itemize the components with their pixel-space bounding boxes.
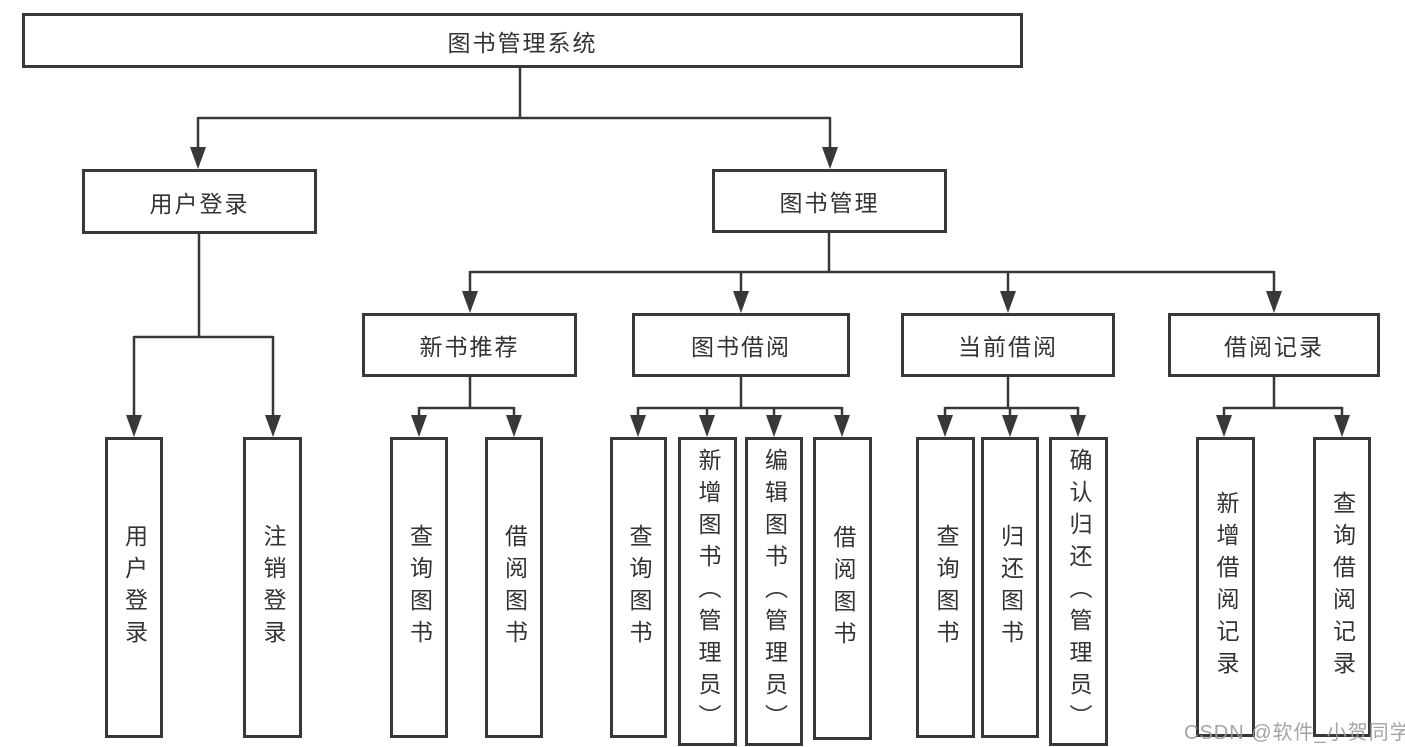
node-root: 图书管理系统 [22, 13, 1023, 68]
leaf-query-books-current-label: 查询图书 [933, 523, 959, 652]
node-new-book-recommend: 新书推荐 [362, 313, 577, 377]
leaf-query-books-borrow-label: 查询图书 [626, 523, 652, 652]
leaf-logout-label: 注销登录 [260, 523, 286, 652]
node-book-borrow: 图书借阅 [632, 313, 850, 377]
leaf-query-books-recommend: 查询图书 [390, 437, 448, 738]
leaf-borrow-books-label: 借阅图书 [830, 524, 856, 653]
leaf-query-books-current: 查询图书 [916, 437, 975, 738]
node-book-borrow-label: 图书借阅 [691, 334, 791, 360]
leaf-add-borrow-record: 新增借阅记录 [1196, 437, 1255, 737]
node-borrow-records: 借阅记录 [1168, 313, 1380, 377]
leaf-user-login: 用户登录 [105, 437, 163, 738]
node-borrow-records-label: 借阅记录 [1224, 334, 1324, 360]
node-book-management-label: 图书管理 [779, 190, 880, 216]
node-root-label: 图书管理系统 [447, 29, 598, 56]
leaf-query-books-recommend-label: 查询图书 [406, 523, 433, 652]
leaf-edit-book-admin-label: 编辑图书（管理员） [761, 447, 788, 736]
leaf-borrow-books-recommend: 借阅图书 [485, 437, 543, 738]
leaf-add-borrow-record-label: 新增借阅记录 [1213, 491, 1239, 683]
leaf-query-borrow-record-label: 查询借阅记录 [1329, 491, 1356, 683]
arrowheads [126, 147, 1350, 437]
leaf-edit-book-admin: 编辑图书（管理员） [745, 437, 803, 746]
leaf-add-book-admin-label: 新增图书（管理员） [695, 447, 721, 736]
node-user-login: 用户登录 [82, 169, 317, 234]
node-book-management: 图书管理 [712, 169, 947, 233]
leaf-query-borrow-record: 查询借阅记录 [1313, 437, 1371, 737]
leaf-add-book-admin: 新增图书（管理员） [678, 437, 737, 746]
leaf-return-books-label: 归还图书 [997, 523, 1024, 652]
node-new-book-recommend-label: 新书推荐 [419, 334, 520, 360]
leaf-borrow-books-recommend-label: 借阅图书 [501, 523, 528, 652]
node-current-borrow: 当前借阅 [901, 313, 1115, 377]
leaf-confirm-return-admin-label: 确认归还（管理员） [1066, 447, 1092, 736]
leaf-return-books: 归还图书 [981, 437, 1039, 738]
leaf-user-login-label: 用户登录 [121, 523, 148, 652]
node-user-login-label: 用户登录 [149, 190, 250, 217]
csdn-watermark: CSDN @软件_小贺同学 [1184, 722, 1405, 744]
leaf-borrow-books: 借阅图书 [813, 437, 872, 740]
leaf-query-books-borrow: 查询图书 [610, 437, 667, 738]
leaf-logout: 注销登录 [243, 437, 302, 738]
node-current-borrow-label: 当前借阅 [958, 334, 1058, 360]
leaf-confirm-return-admin: 确认归还（管理员） [1049, 437, 1108, 746]
